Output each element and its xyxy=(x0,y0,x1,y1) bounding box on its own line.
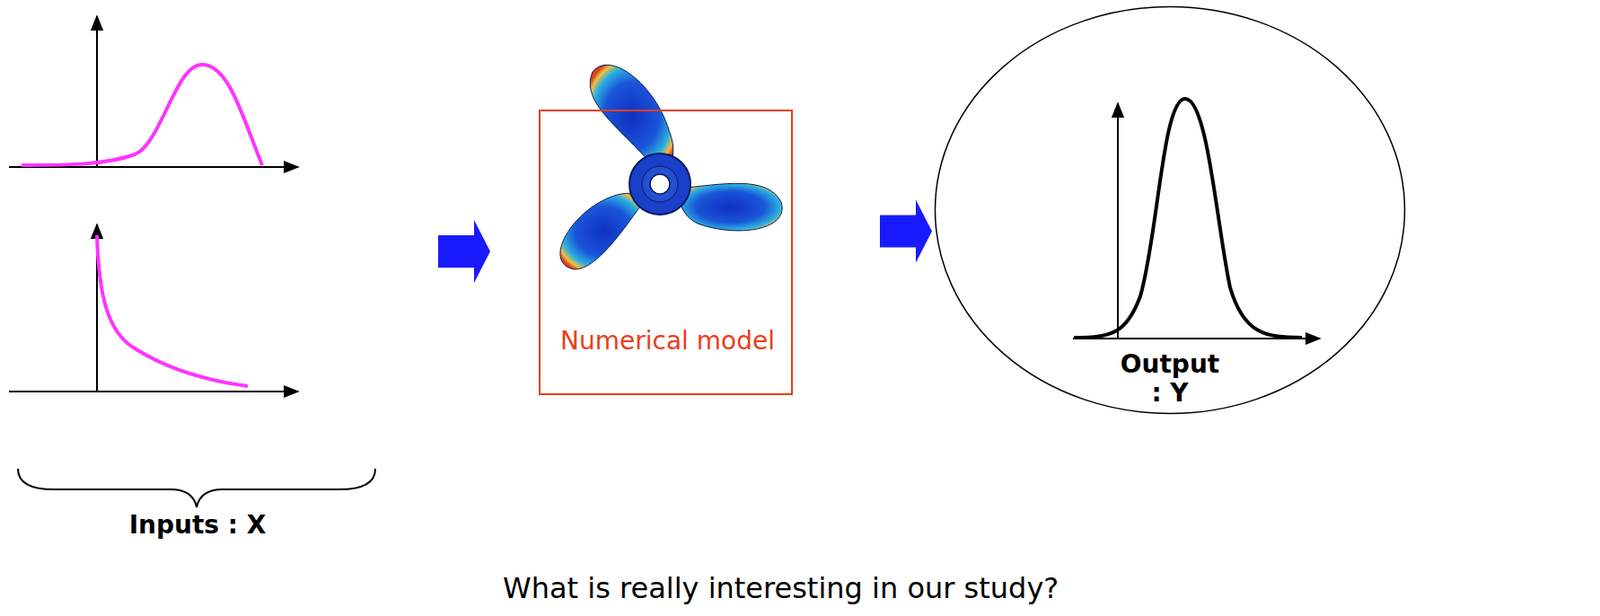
propeller-illustration xyxy=(560,64,783,270)
question-note: What is really interesting in our study? xyxy=(502,571,1401,606)
block-arrow xyxy=(879,200,932,264)
inputs-label: Inputs : X xyxy=(35,509,360,540)
output-pdf-plot xyxy=(1072,98,1320,339)
model-box: Numerical model xyxy=(538,109,793,396)
input-pdf-plot xyxy=(8,16,299,168)
input-pdf-plot xyxy=(8,224,299,392)
node-label: Numerical model xyxy=(558,326,777,356)
block-arrow xyxy=(438,219,491,283)
output-ellipse: Output : Y xyxy=(933,5,1407,415)
node-label: Output : Y xyxy=(1113,350,1227,408)
brace xyxy=(17,468,376,508)
